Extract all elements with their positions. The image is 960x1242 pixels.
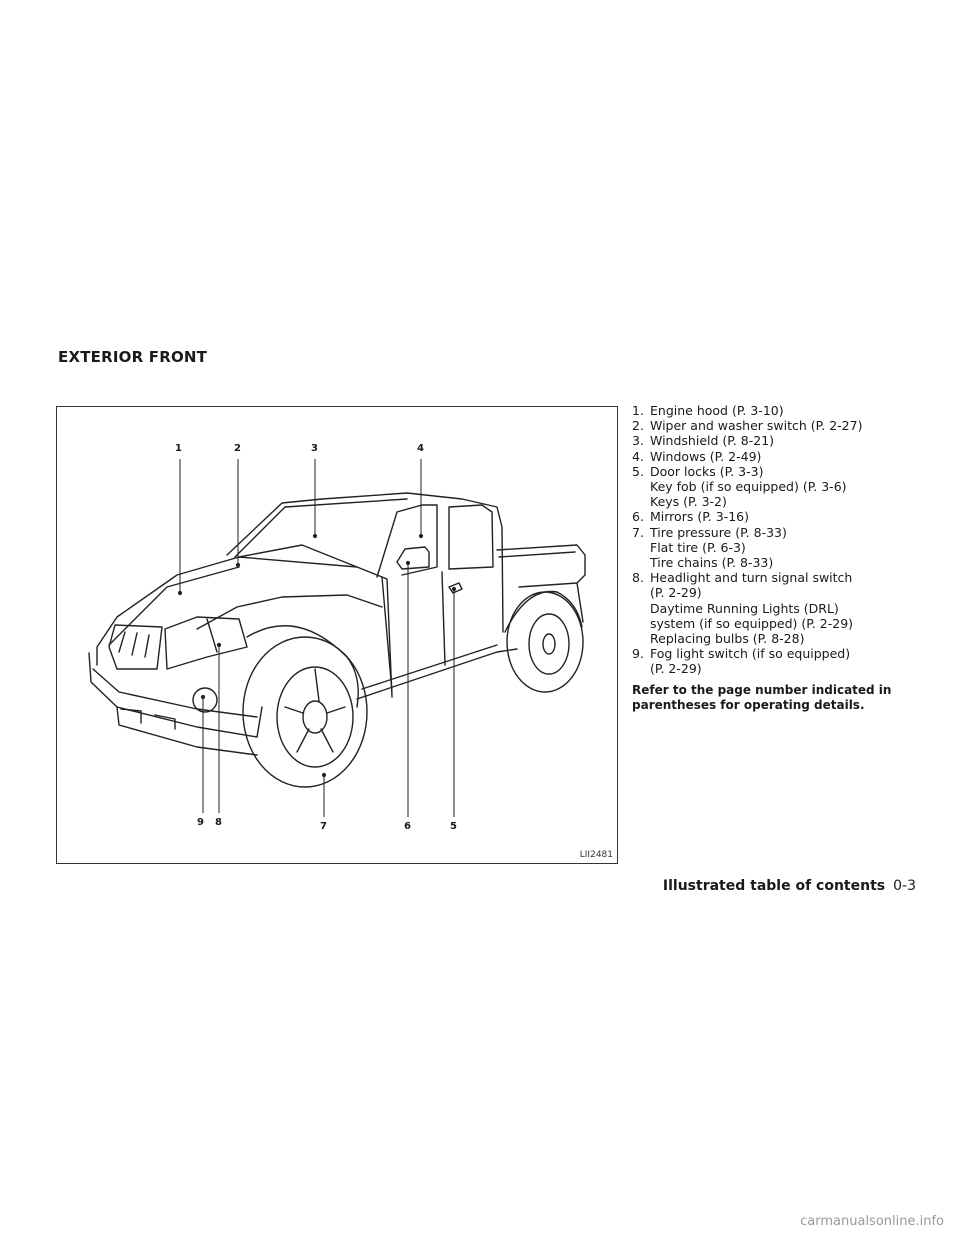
truck-drawing [88,459,586,817]
truck-illustration: 1 2 3 4 9 8 7 6 5 LII2481 [56,406,618,864]
item-number: 7. [632,524,644,540]
legend-item: 5. Door locks (P. 3-3) [632,464,922,479]
item-number: 1. [632,403,644,418]
legend-subitem: Replacing bulbs (P. 8-28) [650,631,805,647]
section-title: EXTERIOR FRONT [58,348,208,366]
callout-8: 8 [215,817,222,828]
legend-item: 2. Wiper and washer switch (P. 2-27) [632,418,922,433]
legend-item: 3. Windshield (P. 8-21) [632,433,922,448]
item-number: 9. [632,646,644,662]
legend-subitem: system (if so equipped) (P. 2-29) [650,615,854,631]
callout-6: 6 [404,821,411,832]
note-text: Refer to the page number indicated in pa… [632,682,892,712]
legend-subitem: Tire chains (P. 8-33) [650,555,774,571]
legend-item: 4. Windows (P. 2-49) [632,449,922,464]
item-text: Mirrors (P. 3-16) [650,509,749,525]
item-number: 3. [632,433,644,449]
callout-9: 9 [197,817,204,828]
legend-item: 7. Tire pressure (P. 8-33) [632,525,922,540]
item-number: 5. [632,463,644,479]
item-text: Tire pressure (P. 8-33) [650,524,787,540]
item-text: Wiper and washer switch (P. 2-27) [650,418,863,434]
legend-subitem: Daytime Running Lights (DRL) [650,600,839,616]
legend-subitem: Key fob (if so equipped) (P. 3-6) [650,479,847,495]
callout-7: 7 [320,821,327,832]
footer-title: Illustrated table of contents [662,878,886,894]
page-number: 0-3 [893,878,916,894]
item-text: Fog light switch (if so equipped) [650,646,851,662]
item-number: 2. [632,418,644,434]
page-footer: Illustrated table of contents 0-3 [663,878,916,894]
figure-code: LII2481 [579,850,613,860]
item-number: 8. [632,570,644,586]
legend-subitem: (P. 2-29) [650,585,702,601]
watermark: carmanualsonline.info [800,1214,944,1229]
item-text: Engine hood (P. 3-10) [650,403,784,418]
callout-2: 2 [234,443,241,454]
legend-item: 9. Fog light switch (if so equipped) [632,646,922,661]
item-text: Headlight and turn signal switch [650,570,853,586]
callout-5: 5 [450,821,457,832]
legend-item: 8. Headlight and turn signal switch [632,570,922,585]
legend-list: 1. Engine hood (P. 3-10) 2. Wiper and wash… [632,403,922,713]
legend-subitem: (P. 2-29) [650,661,702,677]
legend-item: 6. Mirrors (P. 3-16) [632,509,922,524]
legend-subitem: Keys (P. 3-2) [650,494,727,510]
callout-3: 3 [311,443,318,454]
item-number: 4. [632,448,644,464]
callout-4: 4 [417,443,424,454]
item-text: Windows (P. 2-49) [650,448,762,464]
legend-subitem: Flat tire (P. 6-3) [650,539,746,555]
legend-item: 1. Engine hood (P. 3-10) [632,403,922,418]
item-number: 6. [632,509,644,525]
item-text: Door locks (P. 3-3) [650,463,764,479]
callout-1: 1 [175,443,182,454]
item-text: Windshield (P. 8-21) [650,433,775,449]
